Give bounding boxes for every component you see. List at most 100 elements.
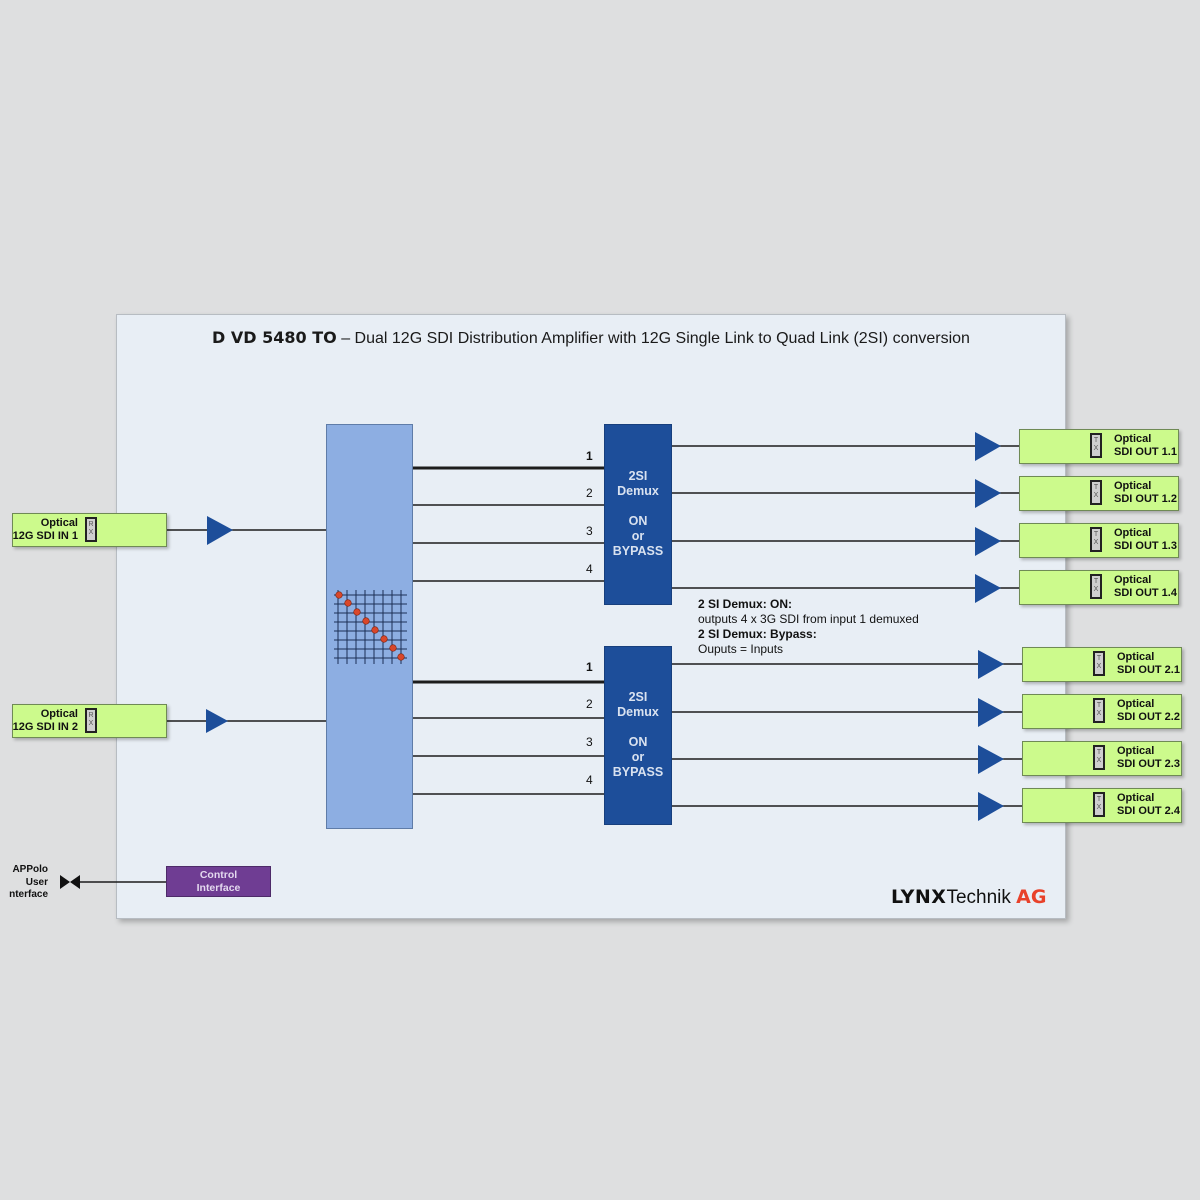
crosspoint-dot [389,644,397,652]
demux-block-2: 2SI Demux ON or BYPASS [604,646,672,825]
output-label-line1: Optical [1114,433,1152,445]
amplifier-icon [975,432,1001,461]
output-label-line1: Optical [1114,480,1152,492]
channel-number: 3 [586,735,593,749]
input-label-line1: Optical [40,708,78,720]
output-label-line1: Optical [1117,651,1155,663]
output-label-line1: Optical [1117,698,1155,710]
demux-label: Demux [617,484,659,498]
amplifier-icon [978,745,1004,774]
channel-number: 1 [586,449,593,463]
output-label-line2: SDI OUT 1.4 [1114,587,1177,599]
demux-mode-note: 2 SI Demux: ON: outputs 4 x 3G SDI from … [698,597,919,657]
output-label-line1: Optical [1114,574,1152,586]
appolo-label: APPolo [12,864,48,875]
appolo-label: User [25,876,48,888]
model-name: D VD 5480 TO [212,328,337,347]
note-bypass-heading: 2 SI Demux: Bypass: [698,627,817,641]
logo-suffix: AG [1016,886,1047,908]
control-label: Control [199,869,238,881]
channel-number: 1 [586,660,593,674]
output-label-line2: SDI OUT 2.4 [1117,805,1180,817]
logo-brand: LYNX [891,886,947,908]
crosspoint-matrix [326,424,413,829]
input-label-line2: 12G SDI IN 2 [12,721,78,733]
amplifier-icon [975,527,1001,556]
output-label-line2: SDI OUT 2.1 [1117,664,1180,676]
demux-label: or [631,750,645,764]
crosspoint-dot [371,626,379,634]
output-label-line2: SDI OUT 1.3 [1114,540,1177,552]
amplifier-icon [978,650,1004,679]
demux-label: or [631,529,645,543]
crosspoint-dot [335,591,343,599]
amplifier-icon [206,709,228,733]
demux-label: BYPASS [612,765,664,779]
channel-number: 2 [586,697,593,711]
amplifier-icon [978,792,1004,821]
input-port-2-label: Optical 12G SDI IN 2 [12,708,78,734]
demux-label: ON [628,735,648,749]
demux-block-1: 2SI Demux ON or BYPASS [604,424,672,605]
note-on-heading: 2 SI Demux: ON: [698,597,793,611]
appolo-user-interface-label: APPolo User nterface [0,864,48,902]
lynxtechnik-logo: LYNXTechnik AG [891,886,1046,909]
device-panel [116,314,1066,919]
amplifier-icon [207,516,233,545]
input-label-line1: Optical [40,517,78,529]
channel-number: 3 [586,524,593,538]
logo-name: Technik [946,887,1011,908]
output-label-line2: SDI OUT 2.2 [1117,711,1180,723]
output-label-line1: Optical [1117,792,1155,804]
amplifier-icon [975,574,1001,603]
channel-number: 4 [586,773,593,787]
control-interface-block: Control Interface [166,866,271,897]
demux-label: 2SI [628,690,648,704]
demux-label: Demux [617,705,659,719]
appolo-label: nterface [9,889,48,900]
demux-label: BYPASS [612,544,664,558]
channel-number: 4 [586,562,593,576]
output-label-line2: SDI OUT 2.3 [1117,758,1180,770]
diagram-title: D VD 5480 TO – Dual 12G SDI Distribution… [116,328,1066,348]
demux-label: ON [628,514,648,528]
crosspoint-dot [362,617,370,625]
bowtie-connector-icon [70,875,80,889]
note-bypass-text: Ouputs = Inputs [698,642,784,656]
output-label-line2: SDI OUT 1.1 [1114,446,1177,458]
channel-number: 2 [586,486,593,500]
crosspoint-dot [353,608,361,616]
crosspoint-dot [380,635,388,643]
note-on-text: outputs 4 x 3G SDI from input 1 demuxed [698,612,919,626]
crosspoint-dot [397,653,405,661]
output-label-line1: Optical [1114,527,1152,539]
control-label: Interface [196,881,241,894]
output-label-line2: SDI OUT 1.2 [1114,493,1177,505]
amplifier-icon [978,698,1004,727]
input-port-1-label: Optical 12G SDI IN 1 [12,517,78,543]
matrix-grid-icon [334,590,407,664]
model-description: – Dual 12G SDI Distribution Amplifier wi… [336,330,970,347]
demux-label: 2SI [628,469,648,483]
crosspoint-dot [344,599,352,607]
input-label-line2: 12G SDI IN 1 [12,530,78,542]
amplifier-icon [975,479,1001,508]
